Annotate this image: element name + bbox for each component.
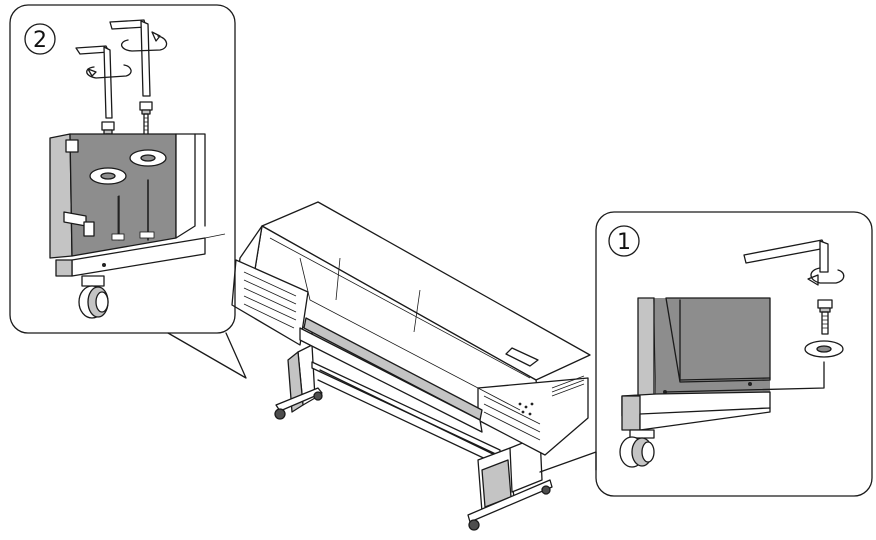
step-1-badge: 1	[608, 225, 640, 257]
printer-main-illustration	[231, 201, 591, 531]
washer-icon	[804, 340, 844, 358]
bolt-icon	[139, 101, 153, 137]
right-stand	[467, 435, 553, 531]
step-1-label: 1	[617, 230, 631, 255]
callout-panel-step-2: 2	[9, 4, 236, 334]
hex-key-icon	[743, 239, 829, 273]
caster-icon	[78, 275, 109, 319]
callout-panel-step-1: 1	[595, 211, 873, 497]
callout-pointer-step-2	[167, 332, 247, 379]
step-2-label: 2	[33, 28, 47, 53]
callout-pointer-step-1	[539, 451, 597, 473]
bolt-icon	[817, 299, 833, 335]
rotation-arrow-icon	[121, 31, 168, 52]
stand-side-panel	[49, 133, 206, 259]
hex-key-icon	[109, 19, 151, 97]
rotation-arrow-icon	[86, 64, 132, 79]
control-panel	[518, 402, 534, 416]
stand-foot	[55, 233, 226, 277]
media-bar	[317, 379, 493, 463]
step-2-badge: 2	[24, 23, 56, 55]
stand-foot	[621, 391, 771, 431]
stand-side-panel	[637, 297, 825, 399]
printer-body	[231, 201, 591, 456]
rotation-arrow-icon	[807, 267, 845, 286]
washer-icon	[129, 149, 167, 167]
caster-icon	[619, 429, 655, 468]
washer-icon	[89, 167, 127, 185]
hex-key-icon	[75, 45, 113, 119]
